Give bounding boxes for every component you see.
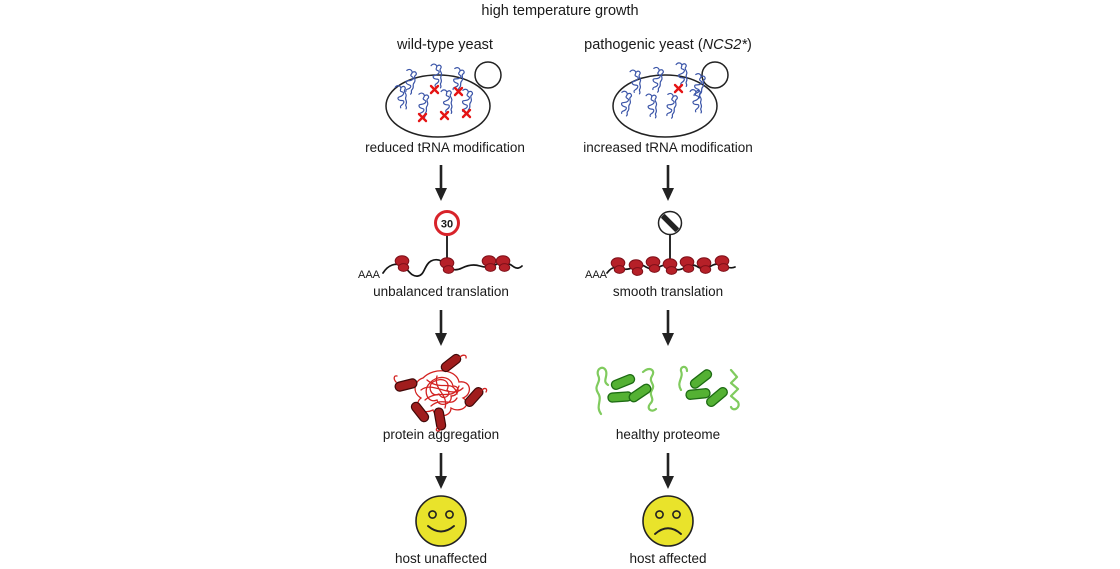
down-arrow	[660, 308, 676, 348]
pathogenic-header-suffix: )	[746, 37, 752, 53]
speed-limit-value: 30	[441, 219, 453, 231]
happy-face-icon	[415, 495, 467, 547]
pathogenic-header-prefix: pathogenic yeast (	[584, 37, 703, 53]
sad-face-icon	[642, 495, 694, 547]
caption-host-affected: host affected	[629, 551, 707, 566]
column-header-wildtype: wild-type yeast	[397, 37, 493, 53]
folded-protein-right	[678, 365, 740, 411]
caption-host-unaffected: host unaffected	[394, 551, 488, 566]
down-arrow	[660, 163, 676, 203]
smile-mouth	[427, 525, 455, 533]
gene-name: NCS2*	[702, 37, 747, 53]
end-of-speed-limit-sign-icon	[657, 210, 683, 236]
figure-title: high temperature growth	[481, 3, 639, 19]
aggregate-scribble	[414, 370, 470, 417]
yeast-cell-pathogenic	[612, 61, 729, 138]
translation-wildtype-graphic: AAA 30	[358, 210, 523, 281]
caption-reduced-trna-modification: reduced tRNA modification	[365, 140, 525, 155]
folded-protein-left	[595, 366, 658, 416]
caption-protein-aggregation: protein aggregation	[382, 427, 500, 442]
translation-pathogenic-graphic: AAA	[585, 210, 736, 281]
poly-a-tail-label: AAA	[358, 269, 381, 281]
down-arrow	[433, 163, 449, 203]
yeast-cell-wildtype	[385, 61, 502, 138]
caption-smooth-translation: smooth translation	[612, 284, 724, 299]
down-arrow	[660, 451, 676, 491]
cell-outline	[385, 61, 502, 138]
down-arrow	[433, 451, 449, 491]
healthy-proteome-graphic	[595, 365, 740, 416]
down-arrow	[433, 308, 449, 348]
protein-aggregation-graphic	[393, 352, 488, 432]
frown-mouth	[654, 527, 682, 535]
caption-increased-trna-modification: increased tRNA modification	[583, 140, 753, 155]
ribosome-cluster	[394, 255, 511, 274]
poly-a-tail-label: AAA	[585, 269, 608, 281]
speed-limit-30-sign-icon: 30	[434, 210, 460, 236]
caption-healthy-proteome: healthy proteome	[615, 427, 721, 442]
column-header-pathogenic: pathogenic yeast (NCS2*)	[584, 37, 752, 53]
caption-unbalanced-translation: unbalanced translation	[373, 284, 509, 299]
misfolded-helix-cluster	[393, 352, 488, 432]
